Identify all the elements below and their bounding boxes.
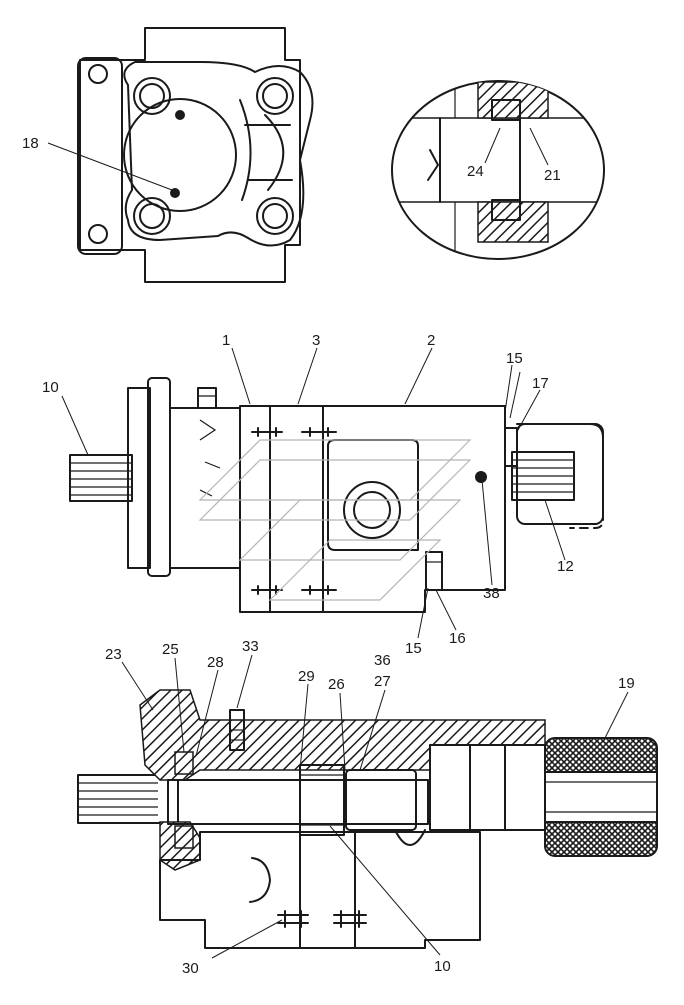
callout-3: 3 (312, 332, 320, 349)
callout-25: 25 (162, 641, 179, 658)
callout-29: 29 (298, 668, 315, 685)
plug-dot-top (175, 110, 185, 120)
end-view-flange (77, 27, 314, 283)
leader-30 (211, 919, 283, 959)
callout-18: 18 (22, 135, 39, 152)
callout-15-top: 15 (506, 350, 523, 367)
section-input-shaft (77, 774, 179, 824)
leader-2 (404, 347, 433, 405)
callout-24: 24 (467, 163, 484, 180)
callout-27: 27 (374, 673, 391, 690)
leader-24 (484, 127, 501, 164)
leader-23 (121, 661, 154, 711)
leader-26 (339, 692, 346, 771)
watermark-logo (198, 439, 472, 601)
leader-19 (604, 691, 629, 739)
leader-12 (544, 499, 566, 561)
callout-10-bottom: 10 (434, 958, 451, 975)
callout-19: 19 (618, 675, 635, 692)
callout-2: 2 (427, 332, 435, 349)
leader-16 (435, 589, 457, 631)
leader-10-top (61, 395, 89, 456)
leader-18 (47, 142, 173, 191)
side-view-pump (69, 377, 604, 613)
leader-21 (529, 127, 549, 166)
callout-28: 28 (207, 654, 224, 671)
leader-15-bottom (417, 587, 429, 639)
callout-38: 38 (483, 585, 500, 602)
callout-23: 23 (105, 646, 122, 663)
leader-15-top (504, 364, 513, 413)
input-shaft-spline (69, 454, 133, 502)
plug-dot-bottom (170, 188, 180, 198)
leader-28 (195, 669, 219, 757)
output-shaft-spline (511, 451, 575, 501)
callout-30: 30 (182, 960, 199, 977)
leader-33 (236, 654, 253, 709)
callout-17: 17 (532, 375, 549, 392)
leader-10-bottom (329, 825, 441, 956)
leader-29 (299, 683, 309, 771)
leader-25 (174, 657, 185, 753)
section-view-pump (77, 689, 658, 949)
leader-38 (481, 479, 493, 586)
callout-26: 26 (328, 676, 345, 693)
callout-10-top: 10 (42, 379, 59, 396)
callout-16: 16 (449, 630, 466, 647)
callout-1: 1 (222, 332, 230, 349)
callout-36: 36 (374, 652, 391, 669)
seal-detail-view (391, 80, 605, 260)
callout-15-bottom: 15 (405, 640, 422, 657)
leader-27 (359, 689, 386, 771)
callout-21: 21 (544, 167, 561, 184)
leader-1 (231, 347, 251, 405)
callout-33: 33 (242, 638, 259, 655)
plug-38 (475, 471, 487, 483)
callout-12: 12 (557, 558, 574, 575)
tie-bolt-marks (251, 427, 337, 595)
leader-3 (297, 347, 318, 405)
leader-15-top-b (509, 371, 521, 419)
leader-17 (517, 389, 541, 431)
